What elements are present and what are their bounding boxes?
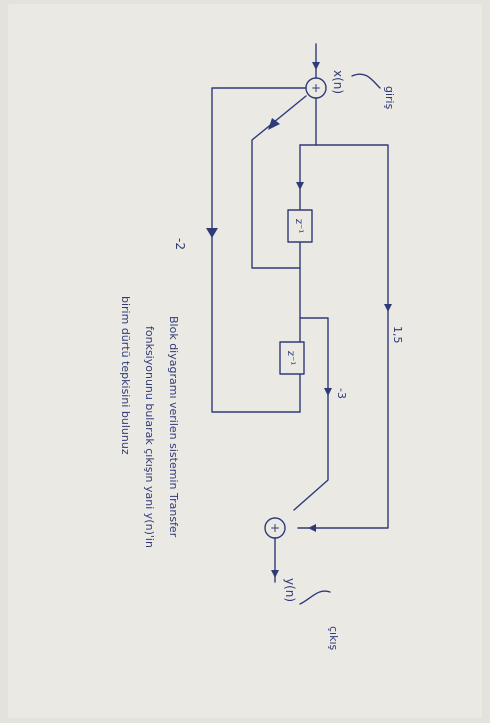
paper-sheet	[8, 4, 482, 718]
feedback-arrowhead	[206, 228, 218, 238]
inner-feedback-arrowhead	[268, 118, 280, 130]
output-callout	[299, 590, 331, 605]
feedforward-arrowhead	[384, 304, 392, 312]
delay1-arrowhead	[296, 182, 304, 190]
top-adder-symbol: +	[311, 81, 321, 95]
instruction-line2: fonksiyonunu bularak çıkışın yani y(n)'i…	[143, 326, 156, 548]
feedforward-gain-label: 1,5	[391, 326, 404, 344]
delay1-box	[287, 209, 313, 243]
input-note: giriş	[383, 86, 396, 110]
input-arrowhead	[312, 62, 320, 70]
output-arrowhead	[271, 570, 279, 578]
instruction-line1: Blok diyagramı verilen sistemin Transfer	[167, 316, 180, 538]
input-label: x(n)	[331, 70, 345, 94]
feedforward-path	[297, 144, 389, 529]
bottom-adder-input-arrowhead	[308, 524, 316, 532]
delay2-box	[279, 341, 305, 375]
feedback-path-inner	[251, 95, 307, 269]
middle-tap-path	[293, 317, 329, 511]
bottom-adder-symbol: +	[270, 521, 280, 535]
feedback-path-outer	[211, 87, 307, 413]
middle-tap-arrowhead	[324, 388, 332, 396]
delay2-label: z⁻¹	[285, 351, 296, 366]
middle-gain-label: -3	[335, 388, 348, 399]
output-note: çıkış	[327, 626, 340, 651]
input-callout	[351, 73, 381, 89]
block-diagram: + z⁻¹ z⁻¹ +	[206, 43, 392, 605]
feedback-gain-label: -2	[173, 238, 187, 250]
delay1-label: z⁻¹	[293, 219, 304, 234]
output-label: y(n)	[283, 578, 297, 602]
instruction-line3: birim dürtü tepkisini bulunuz	[119, 296, 132, 455]
